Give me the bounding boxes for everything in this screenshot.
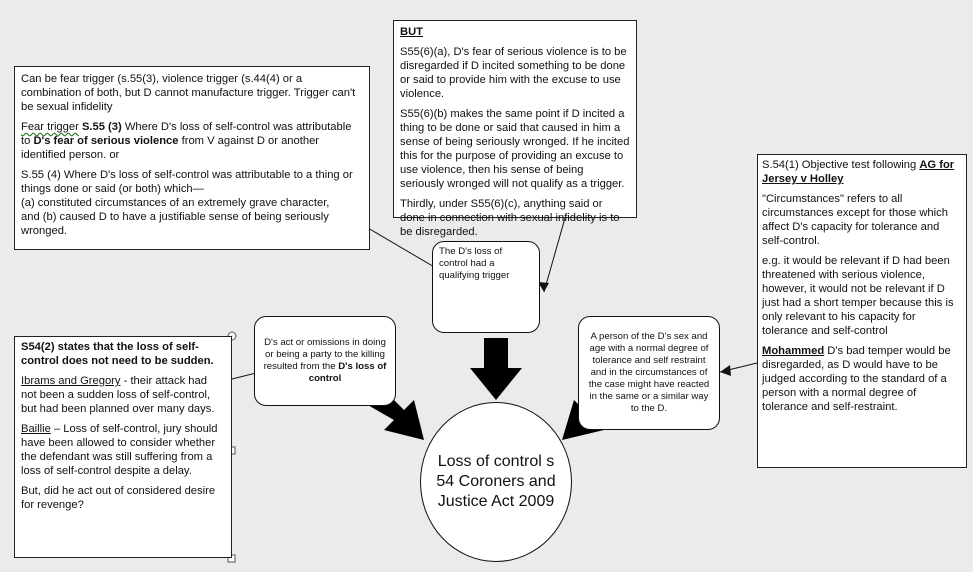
connector-triggers-to-node xyxy=(367,227,437,269)
connector-sudden-to-act xyxy=(231,372,257,380)
violence-trigger-para: S.55 (4) Where D's loss of self-control … xyxy=(21,169,353,237)
fear-trigger-para: Fear trigger S.55 (3) Where D's loss of … xyxy=(21,121,352,161)
sudden-heading: S54(2) states that the loss of self-cont… xyxy=(21,341,214,367)
block-arrow-down xyxy=(470,338,522,400)
objective-para-4: Mohammed D's bad temper would be disrega… xyxy=(762,345,951,413)
objective-test-box: S.54(1) Objective test following AG for … xyxy=(757,154,967,468)
reasonable-person-node: A person of the D's sex and age with a n… xyxy=(578,316,720,430)
ibrams-para: Ibrams and Gregory - their attack had no… xyxy=(21,375,215,415)
but-para-1: S55(6)(a), D's fear of serious violence … xyxy=(400,46,627,100)
loss-of-control-circle: Loss of control s 54 Coroners and Justic… xyxy=(420,402,572,562)
but-box: BUT S55(6)(a), D's fear of serious viole… xyxy=(393,20,637,238)
but-para-2: S55(6)(b) makes the same point if D inci… xyxy=(400,108,630,190)
triggers-intro: Can be fear trigger (s.55(3), violence t… xyxy=(21,73,356,113)
baillie-para: Baillie – Loss of self-control, jury sho… xyxy=(21,423,218,477)
revenge-question: But, did he act out of considered desire… xyxy=(21,485,216,511)
not-sudden-box: S54(2) states that the loss of self-cont… xyxy=(14,336,232,558)
connector-but-to-node xyxy=(543,217,566,293)
arrowhead-objective xyxy=(720,365,731,376)
objective-para-3: e.g. it would be relevant if D had been … xyxy=(762,255,954,337)
center-title: Loss of control s 54 Coroners and Justic… xyxy=(436,453,556,510)
fear-trigger-heading: Fear trigger xyxy=(21,121,79,133)
qualifying-trigger-node: The D's loss of control had a qualifying… xyxy=(432,241,540,333)
but-title: BUT xyxy=(400,26,423,38)
fear-trigger-ref: S.55 (3) xyxy=(81,121,122,133)
objective-para-2: "Circumstances" refers to all circumstan… xyxy=(762,193,948,247)
objective-heading: S.54(1) Objective test following AG for … xyxy=(762,159,955,185)
but-para-3: Thirdly, under S55(6)(c), anything said … xyxy=(400,198,620,238)
triggers-box: Can be fear trigger (s.55(3), violence t… xyxy=(14,66,370,250)
act-omission-node: D's act or omissions in doing or being a… xyxy=(254,316,396,406)
arrowhead-but xyxy=(538,282,549,292)
